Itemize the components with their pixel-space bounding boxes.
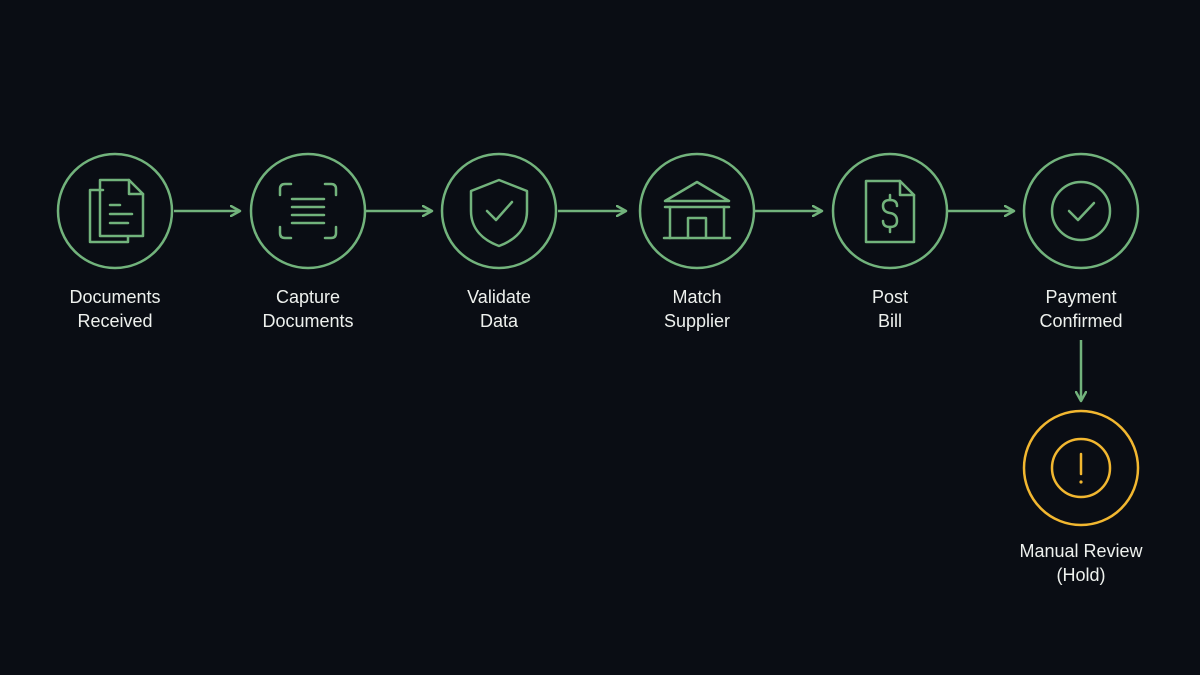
step-post-bill bbox=[831, 152, 949, 270]
step-label-validate-data: Validate Data bbox=[399, 285, 599, 333]
step-label-payment-confirmed: Payment Confirmed bbox=[981, 285, 1181, 333]
step-match-supplier bbox=[638, 152, 756, 270]
step-circle bbox=[56, 152, 174, 270]
step-circle bbox=[249, 152, 367, 270]
label-line: Received bbox=[77, 311, 153, 331]
label-line: Bill bbox=[877, 311, 902, 331]
step-label-match-supplier: Match Supplier bbox=[597, 285, 797, 333]
step-label-post-bill: Post Bill bbox=[790, 285, 990, 333]
label-line: (Hold) bbox=[1056, 565, 1106, 585]
label-line: Supplier bbox=[663, 311, 731, 331]
shield-check-icon bbox=[469, 178, 529, 248]
step-manual-review-hold bbox=[1022, 409, 1140, 527]
bank-building-icon bbox=[662, 180, 732, 240]
step-circle bbox=[831, 152, 949, 270]
documents-icon bbox=[88, 178, 145, 244]
step-circle bbox=[440, 152, 558, 270]
label-line: Documents bbox=[262, 311, 354, 331]
label-line: Data bbox=[479, 311, 519, 331]
step-label-capture-documents: Capture Documents bbox=[208, 285, 408, 333]
hold-circle bbox=[1022, 409, 1140, 527]
label-line: Payment bbox=[1045, 287, 1117, 307]
flow-connectors bbox=[174, 211, 1081, 401]
step-circle bbox=[1022, 152, 1140, 270]
label-line: Confirmed bbox=[1039, 311, 1123, 331]
label-line: Manual Review bbox=[1019, 541, 1143, 561]
step-payment-confirmed bbox=[1022, 152, 1140, 270]
step-capture-documents bbox=[249, 152, 367, 270]
step-documents-received bbox=[56, 152, 174, 270]
scan-icon bbox=[278, 182, 338, 240]
label-line: Validate bbox=[467, 287, 531, 307]
label-line: Capture bbox=[275, 287, 341, 307]
step-validate-data bbox=[440, 152, 558, 270]
label-line: Match bbox=[672, 287, 722, 307]
step-label-documents-received: Documents Received bbox=[15, 285, 215, 333]
label-line: Post bbox=[871, 287, 909, 307]
hold-label-manual-review: Manual Review (Hold) bbox=[981, 539, 1181, 587]
check-circle-icon bbox=[1050, 180, 1112, 242]
alert-icon bbox=[1050, 437, 1112, 499]
dollar-bill-icon bbox=[864, 179, 916, 244]
step-circle bbox=[638, 152, 756, 270]
label-line: Documents bbox=[69, 287, 161, 307]
